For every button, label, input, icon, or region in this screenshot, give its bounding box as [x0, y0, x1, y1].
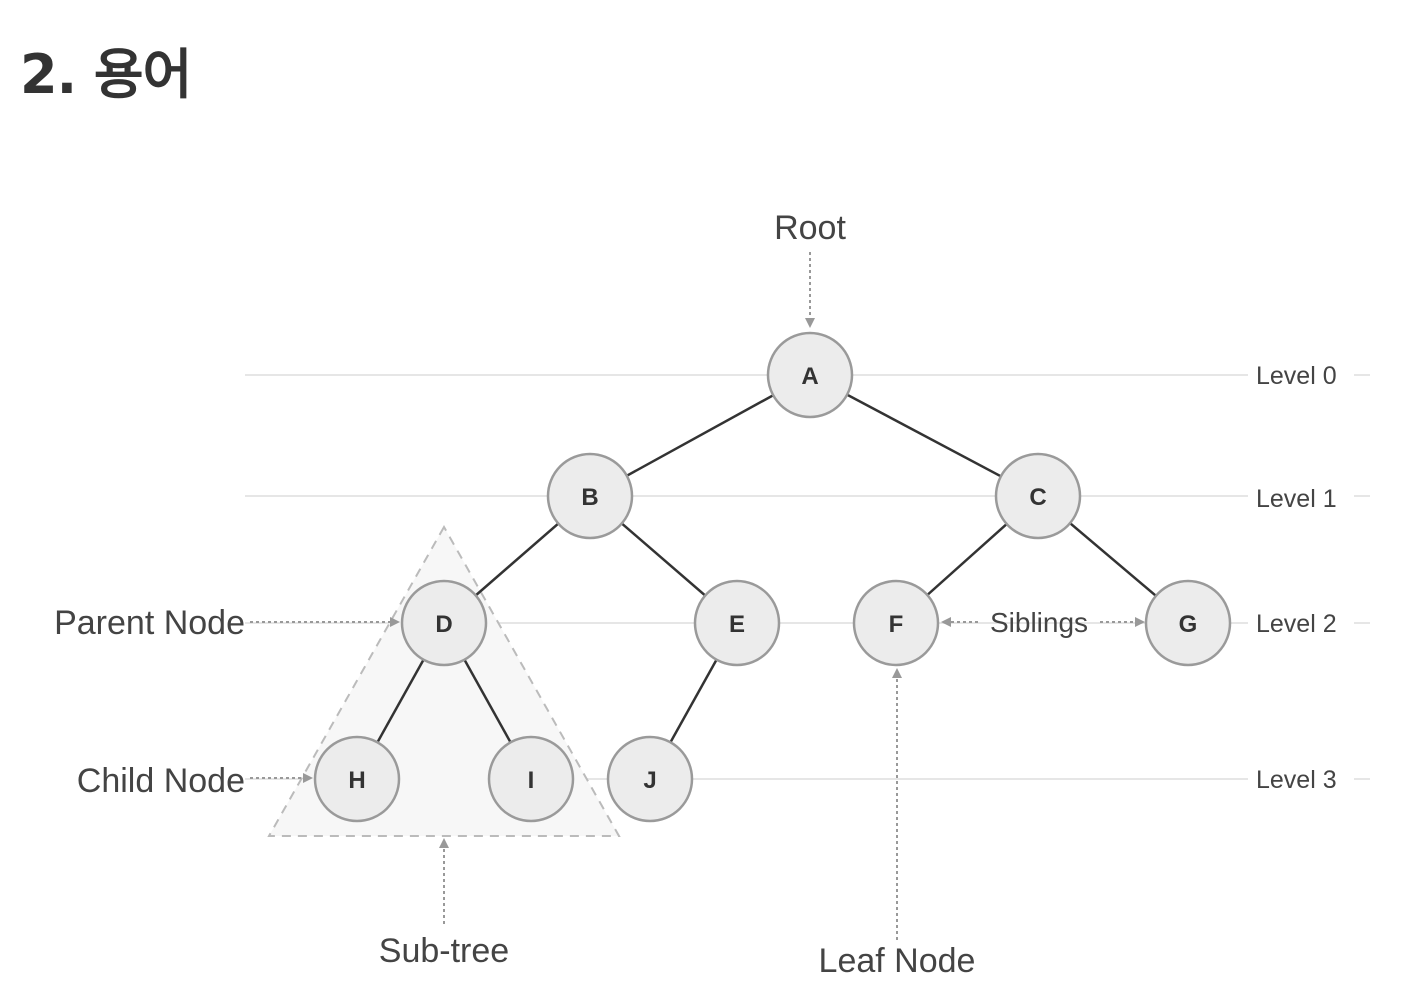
node-j-label: J [643, 767, 656, 794]
node-c-label: C [1029, 484, 1046, 511]
page-title: 2. 용어 [20, 43, 192, 106]
node-b-label: B [581, 484, 598, 511]
node-b: B [546, 452, 634, 540]
leaf-node-label: Leaf Node [819, 942, 976, 980]
level-labels: Level 0 Level 1 Level 2 Level 3 [1248, 360, 1354, 794]
node-h-label: H [348, 767, 365, 794]
root-label: Root [774, 209, 846, 247]
annotation-labels: Root Parent Node Child Node Siblings Sub… [54, 209, 1088, 980]
node-a-label: A [801, 363, 818, 390]
child-node-label: Child Node [77, 762, 245, 800]
node-d-label: D [435, 611, 452, 638]
node-d: D [400, 579, 488, 667]
node-a: A [766, 331, 854, 419]
node-f-label: F [889, 611, 904, 638]
parent-node-label: Parent Node [54, 604, 245, 642]
node-j: J [606, 735, 694, 823]
level-2-label: Level 2 [1256, 610, 1337, 638]
node-g-label: G [1179, 611, 1198, 638]
siblings-label: Siblings [990, 607, 1088, 638]
node-i-label: I [528, 767, 535, 794]
level-1-label: Level 1 [1256, 485, 1337, 513]
node-e: E [693, 579, 781, 667]
tree-nodes: A B C D E F G H [313, 331, 1232, 823]
node-h: H [313, 735, 401, 823]
node-e-label: E [729, 611, 745, 638]
sub-tree-label: Sub-tree [379, 932, 509, 970]
node-f: F [852, 579, 940, 667]
level-3-label: Level 3 [1256, 766, 1337, 794]
node-c: C [994, 452, 1082, 540]
node-i: I [487, 735, 575, 823]
level-0-label: Level 0 [1256, 362, 1337, 390]
annotation-arrows [250, 252, 1145, 940]
node-g: G [1144, 579, 1232, 667]
